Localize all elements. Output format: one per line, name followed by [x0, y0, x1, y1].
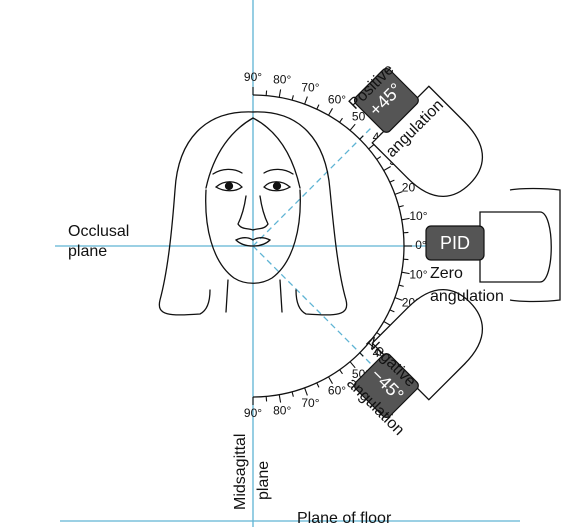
scale-degree-label: 70°: [301, 396, 319, 410]
scale-tick: [317, 105, 319, 110]
scale-tick: [279, 89, 280, 97]
scale-tick: [360, 136, 364, 140]
scale-degree-label: 0°: [415, 238, 427, 252]
negative-angulation-beam: [253, 246, 372, 365]
scale-degree-label: 60°: [328, 93, 346, 107]
scale-tick: [390, 310, 395, 312]
scale-tick: [279, 395, 280, 403]
scale-degree-label: 90°: [244, 70, 262, 84]
positive-angulation-beam: [253, 127, 372, 246]
scale-degree-label: 10°: [409, 209, 427, 223]
zero-angulation-label-line1: Zero: [430, 265, 463, 282]
scale-tick: [292, 392, 293, 397]
scale-tick: [390, 180, 395, 182]
pid-label: PID: [440, 233, 470, 253]
scale-tick: [399, 206, 404, 207]
scale-degree-label: 90°: [244, 406, 262, 420]
zero-tube-housing: [480, 212, 551, 282]
scale-tick: [399, 285, 404, 286]
scale-degree-label: 70°: [301, 80, 319, 94]
midsagittal-plane-label-line2: plane: [255, 461, 272, 500]
scale-tick: [377, 157, 381, 160]
occlusal-plane-label-line1: Occlusal: [68, 223, 129, 240]
zero-tube-head: PID: [426, 189, 560, 302]
scale-tick: [350, 124, 355, 130]
scale-tick: [329, 108, 333, 115]
scale-degree-label: 80°: [273, 73, 291, 87]
zero-angulation-label-line2: angulation: [430, 288, 504, 305]
scale-tick: [329, 377, 333, 384]
scale-tick: [340, 370, 343, 374]
scale-tick: [317, 383, 319, 388]
scale-degree-label: 80°: [273, 404, 291, 418]
scale-degree-label: 10°: [409, 267, 427, 281]
scale-tick: [305, 388, 308, 396]
midsagittal-plane-label-line1: Midsagittal: [232, 434, 249, 510]
occlusal-plane-label-line2: plane: [68, 243, 107, 260]
scale-tick: [340, 118, 343, 122]
floor-plane-label: Plane of floor: [297, 510, 392, 527]
scale-tick: [305, 97, 308, 105]
scale-tick: [360, 353, 364, 357]
scale-tick: [292, 95, 293, 100]
